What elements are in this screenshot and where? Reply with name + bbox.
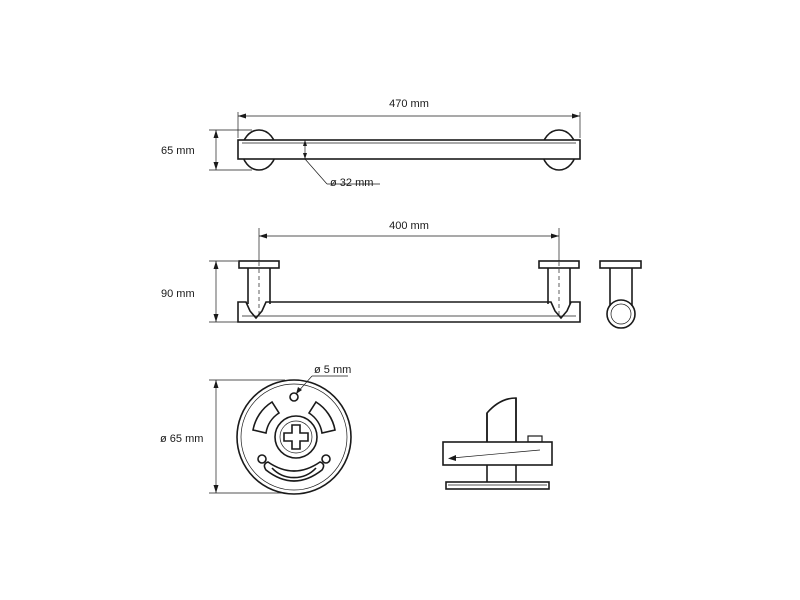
arrow-plate-down (213, 485, 219, 493)
arrow-down (213, 162, 219, 170)
arrow-5 (296, 387, 302, 394)
center-boss-inner (279, 420, 313, 454)
arrow-32-top (303, 140, 307, 146)
arrow-right (572, 113, 580, 119)
screw-hole-left (257, 454, 267, 464)
bar-front (237, 301, 581, 323)
section-post-break (486, 397, 517, 442)
slot-bottom (263, 461, 325, 482)
leader-line-32 (304, 158, 328, 185)
side-tube-inner (610, 303, 632, 325)
front-view: 400 mm 90 mm (161, 220, 581, 323)
dimension-label-front-height: 90 mm (161, 288, 195, 300)
arrow-32-bottom (303, 153, 307, 159)
base-plate-outer (236, 379, 352, 495)
arrow-left (238, 113, 246, 119)
side-tube-section (606, 299, 636, 329)
side-base-plate (599, 260, 642, 269)
arrow-plate-up (213, 380, 219, 388)
set-screw (527, 435, 543, 443)
section-block (442, 441, 553, 466)
section-view (442, 397, 553, 490)
arrow-90-up (213, 261, 219, 269)
arrow-front-left (259, 233, 267, 239)
dimension-label-front-span: 400 mm (389, 220, 429, 232)
arrow-90-down (213, 314, 219, 322)
dimension-label-tube-diameter: ø 32 mm (330, 177, 373, 189)
slot-right (307, 400, 336, 434)
screw-hole-right (321, 454, 331, 464)
arrow-front-right (551, 233, 559, 239)
section-arrow-line (451, 449, 541, 459)
slot-left (252, 400, 281, 434)
dimension-label-top-length: 470 mm (389, 98, 429, 110)
dimension-label-top-height: 65 mm (161, 145, 195, 157)
base-plate-view: ø 65 mm ø 5 mm (160, 364, 352, 495)
dimension-label-base-diameter: ø 65 mm (160, 433, 203, 445)
cross-screw-icon (283, 424, 309, 450)
section-arrow-head (448, 455, 456, 461)
section-base (445, 481, 550, 490)
side-view (599, 260, 642, 329)
screw-hole-top (289, 392, 299, 402)
arrow-up (213, 130, 219, 138)
dimension-label-hole-diameter: ø 5 mm (314, 364, 351, 376)
base-plate-rim (240, 383, 348, 491)
bar-top (237, 139, 581, 160)
center-boss (274, 415, 318, 459)
top-view: 470 mm 65 mm ø 32 mm (161, 98, 581, 189)
slot-bottom-outer (271, 467, 317, 479)
